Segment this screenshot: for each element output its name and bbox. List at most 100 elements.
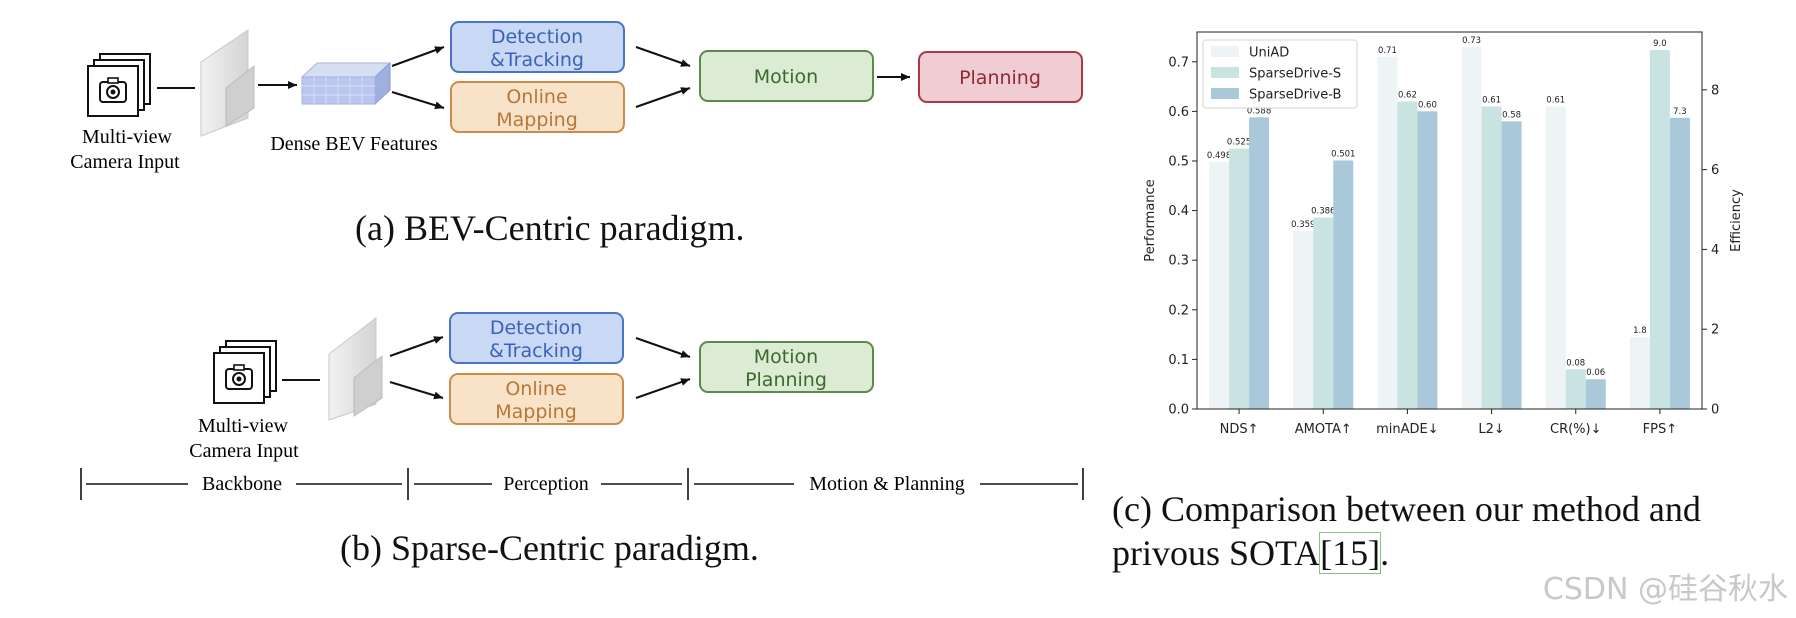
y-right-tick-label: 4 xyxy=(1711,243,1719,258)
bar-value-label: 7.3 xyxy=(1673,107,1687,117)
bar-value-label: 0.06 xyxy=(1586,368,1605,378)
bar xyxy=(1377,56,1398,409)
arrow xyxy=(635,337,691,358)
detection-tracking-box: Detection &Tracking xyxy=(449,312,624,364)
y-tick-label: 0.5 xyxy=(1168,154,1189,169)
x-tick-label: AMOTA↑ xyxy=(1295,422,1352,437)
svg-text:&Tracking: &Tracking xyxy=(489,340,583,362)
y-tick-label: 0.1 xyxy=(1168,353,1189,368)
caption-c-line2: privous SOTA[15]. xyxy=(1112,532,1390,574)
arrow xyxy=(635,46,691,67)
bar-value-label: 0.08 xyxy=(1566,358,1585,368)
bar-value-label: 0.359 xyxy=(1291,220,1315,230)
bar-value-label: 0.61 xyxy=(1482,95,1501,105)
svg-text:Mapping: Mapping xyxy=(495,401,577,423)
plot-frame xyxy=(1196,31,1703,410)
y-tick-label: 0.6 xyxy=(1168,105,1189,120)
bar xyxy=(1397,101,1418,410)
y-right-axis-label: Efficiency xyxy=(1729,189,1744,252)
bar xyxy=(1249,117,1270,410)
bar xyxy=(1461,46,1482,409)
stage-label-perception: Perception xyxy=(503,473,589,495)
svg-text:Motion: Motion xyxy=(754,346,818,368)
panel-b: Multi-view Camera Input Detection &Track… xyxy=(80,312,1084,500)
bar xyxy=(1565,369,1586,409)
arrow xyxy=(635,378,691,399)
x-tick-label: CR(%)↓ xyxy=(1550,422,1602,437)
arrow xyxy=(391,46,445,67)
bar xyxy=(1545,106,1566,409)
svg-text:Planning: Planning xyxy=(745,369,827,391)
svg-text:Mapping: Mapping xyxy=(496,109,578,131)
legend-swatch xyxy=(1211,88,1239,99)
online-mapping-box: Online Mapping xyxy=(450,81,625,133)
y-tick-label: 0.0 xyxy=(1168,403,1189,418)
svg-text:Motion: Motion xyxy=(754,66,818,88)
bar-value-label: 0.588 xyxy=(1247,106,1271,116)
stage-bracket xyxy=(80,468,1084,500)
caption-c: (c) Comparison between our method and pr… xyxy=(1112,487,1701,575)
bar-value-label: 0.501 xyxy=(1331,149,1355,159)
watermark: CSDN @硅谷秋水 xyxy=(1542,572,1788,607)
arrow xyxy=(389,336,444,357)
bar-value-label: 0.386 xyxy=(1311,207,1335,217)
svg-text:Detection: Detection xyxy=(490,317,582,339)
bar xyxy=(1293,230,1314,409)
stage-label-motion-planning: Motion & Planning xyxy=(809,473,965,495)
y-axis-label: Performance xyxy=(1143,179,1158,261)
svg-text:Online: Online xyxy=(505,378,566,400)
bar xyxy=(1669,117,1690,409)
bar xyxy=(1417,111,1438,410)
y-tick-label: 0.3 xyxy=(1168,254,1189,269)
citation-link[interactable]: [15] xyxy=(1319,532,1382,574)
bar xyxy=(1629,337,1650,409)
input-label: Camera Input xyxy=(70,151,180,173)
bev-label: Dense BEV Features xyxy=(270,133,438,155)
comparison-bar-chart: 0.4980.5250.588NDS↑0.3590.3860.501AMOTA↑… xyxy=(1143,31,1744,437)
bar xyxy=(1333,160,1354,409)
input-label: Camera Input xyxy=(189,440,299,462)
bar-value-label: 0.60 xyxy=(1418,100,1437,110)
bar-value-label: 9.0 xyxy=(1653,39,1667,49)
bar xyxy=(1313,217,1334,409)
y-right-tick-label: 0 xyxy=(1711,403,1719,418)
detection-tracking-box: Detection &Tracking xyxy=(450,21,625,73)
svg-text:Detection: Detection xyxy=(491,26,583,48)
y-tick-label: 0.2 xyxy=(1168,303,1189,318)
arrow xyxy=(389,381,444,400)
bar-value-label: 0.71 xyxy=(1378,46,1397,56)
svg-text:Planning: Planning xyxy=(959,67,1041,89)
panel-a: Multi-view Camera Input Dense BEV Featur… xyxy=(70,21,1083,173)
input-label: Multi-view xyxy=(198,415,289,437)
x-tick-label: minADE↓ xyxy=(1376,422,1439,437)
x-tick-label: L2↓ xyxy=(1478,422,1504,437)
caption-a: (a) BEV-Centric paradigm. xyxy=(355,208,745,248)
bar xyxy=(1501,121,1522,409)
planning-box: Planning xyxy=(918,51,1083,103)
bar xyxy=(1229,148,1250,409)
bar-value-label: 0.58 xyxy=(1502,110,1521,120)
y-tick-label: 0.7 xyxy=(1168,55,1189,70)
y-right-tick-label: 2 xyxy=(1711,323,1719,338)
legend-swatch xyxy=(1211,67,1239,78)
bar-value-label: 0.61 xyxy=(1546,95,1565,105)
y-right-tick-label: 8 xyxy=(1711,83,1719,98)
online-mapping-box: Online Mapping xyxy=(449,373,624,425)
bar-value-label: 1.8 xyxy=(1633,326,1647,336)
bar-value-label: 0.73 xyxy=(1462,36,1481,46)
caption-c-line1: (c) Comparison between our method and xyxy=(1112,489,1701,529)
bar xyxy=(1481,106,1502,409)
camera-stack-icon xyxy=(213,340,277,404)
y-right-tick-label: 6 xyxy=(1711,163,1719,178)
bar xyxy=(1209,161,1230,409)
bar xyxy=(1649,49,1670,409)
bar-value-label: 0.498 xyxy=(1207,151,1231,161)
camera-stack-icon xyxy=(87,53,151,117)
x-tick-label: NDS↑ xyxy=(1220,422,1259,437)
legend-label: UniAD xyxy=(1249,46,1289,61)
caption-b: (b) Sparse-Centric paradigm. xyxy=(340,528,759,568)
bar-value-label: 0.525 xyxy=(1227,138,1251,148)
backbone-plate-icon xyxy=(328,316,383,421)
svg-text:&Tracking: &Tracking xyxy=(490,49,584,71)
bev-feature-icon xyxy=(300,61,392,106)
